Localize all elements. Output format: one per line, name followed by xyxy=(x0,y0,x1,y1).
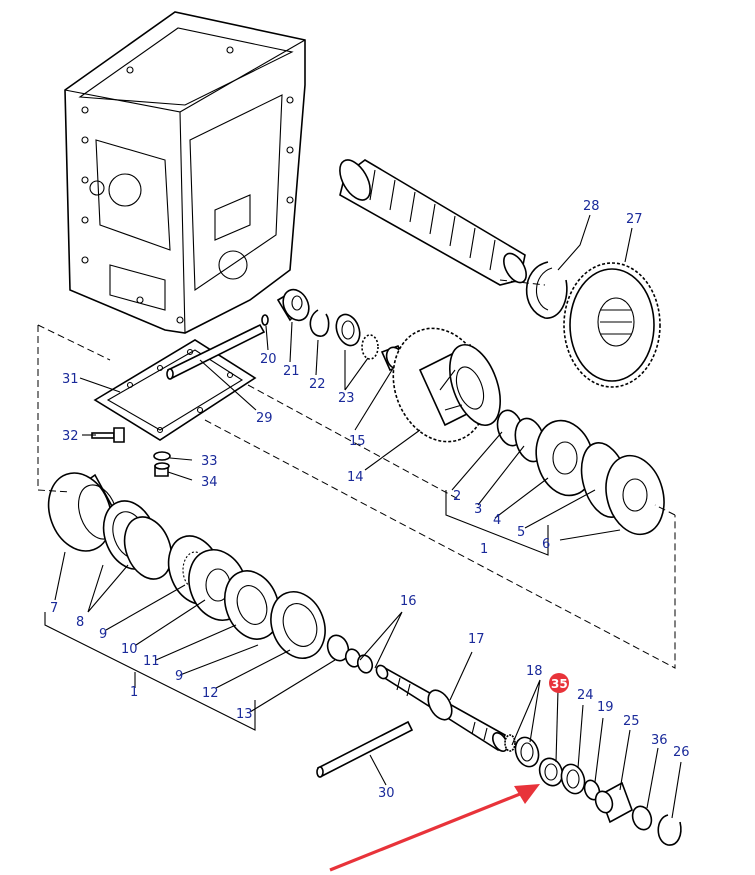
highlight-arrow xyxy=(329,784,540,872)
label-29: 29 xyxy=(256,411,273,426)
label-15: 15 xyxy=(349,434,366,449)
rings-16 xyxy=(326,634,374,674)
part-labels: 28 27 20 21 22 23 15 14 29 31 32 33 34 2… xyxy=(50,199,690,801)
gear-14 xyxy=(392,327,501,443)
label-2: 2 xyxy=(453,489,461,504)
label-6: 6 xyxy=(542,537,550,552)
label-9-upper: 9 xyxy=(99,627,107,642)
housing-bolt-holes xyxy=(81,46,294,324)
shaft-17 xyxy=(375,664,509,752)
pin-30 xyxy=(316,720,414,778)
label-4: 4 xyxy=(493,513,501,528)
group-outlines xyxy=(37,279,676,669)
callout-35-badge[interactable] xyxy=(549,673,569,693)
label-24: 24 xyxy=(577,688,594,703)
label-25: 25 xyxy=(623,714,640,729)
label-33: 33 xyxy=(201,454,218,469)
label-30: 30 xyxy=(378,786,395,801)
label-31: 31 xyxy=(62,372,79,387)
clutch-plates-2-6 xyxy=(496,409,665,536)
label-1-lower: 1 xyxy=(130,685,138,700)
label-32: 32 xyxy=(62,429,79,444)
label-5: 5 xyxy=(517,525,525,540)
circlip-28 xyxy=(525,261,568,319)
callout-35[interactable]: 35 xyxy=(549,673,569,693)
label-10: 10 xyxy=(121,642,138,657)
label-27: 27 xyxy=(626,212,643,227)
label-9-lower: 9 xyxy=(175,669,183,684)
label-11: 11 xyxy=(143,654,160,669)
label-14: 14 xyxy=(347,470,364,485)
label-26: 26 xyxy=(673,745,690,760)
label-34: 34 xyxy=(201,475,218,490)
callout-35-label[interactable]: 35 xyxy=(551,677,568,691)
label-19: 19 xyxy=(597,700,614,715)
label-20: 20 xyxy=(260,352,277,367)
label-21: 21 xyxy=(283,364,300,379)
label-16: 16 xyxy=(400,594,417,609)
small-parts-row xyxy=(261,288,408,372)
transmission-housing xyxy=(64,11,306,334)
clutch-pack-7-13 xyxy=(47,472,326,659)
cover-plate-31 xyxy=(93,339,257,441)
bolt-32 xyxy=(91,427,125,443)
gear-27 xyxy=(563,262,661,388)
splined-shaft xyxy=(339,159,527,286)
leader-lines xyxy=(44,214,682,819)
label-8: 8 xyxy=(76,615,84,630)
plug-33-34 xyxy=(153,451,171,477)
label-12: 12 xyxy=(202,686,219,701)
label-22: 22 xyxy=(309,377,326,392)
label-1-upper: 1 xyxy=(480,542,488,557)
label-36: 36 xyxy=(651,733,668,748)
label-17: 17 xyxy=(468,632,485,647)
end-parts-18-26 xyxy=(504,734,682,846)
label-3: 3 xyxy=(474,502,482,517)
label-7: 7 xyxy=(50,601,58,616)
label-23: 23 xyxy=(338,391,355,406)
label-28: 28 xyxy=(583,199,600,214)
label-13: 13 xyxy=(236,707,253,722)
rod-29 xyxy=(166,323,266,380)
label-18: 18 xyxy=(526,664,543,679)
